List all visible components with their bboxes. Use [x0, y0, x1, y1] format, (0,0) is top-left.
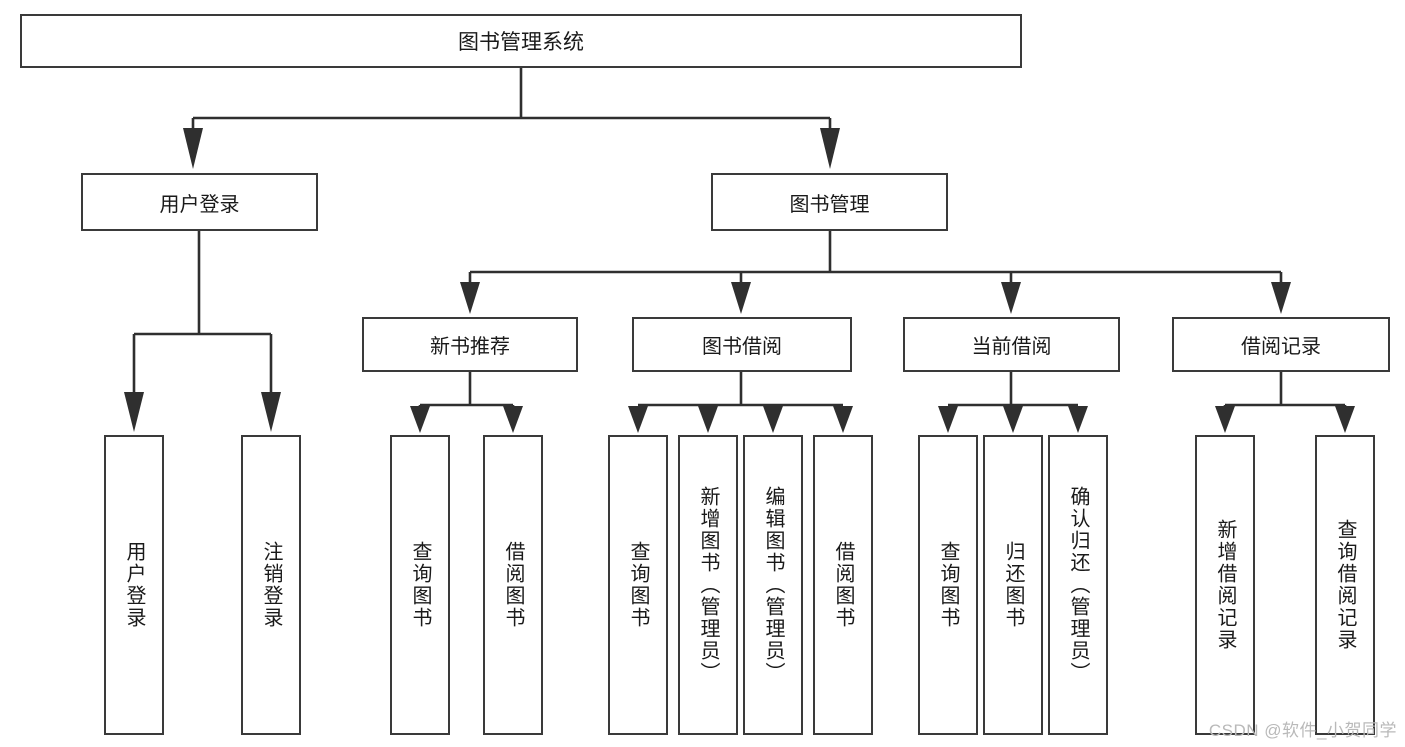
- arrowhead-borrow-leaf-1: [628, 406, 648, 433]
- node-current-borrow[interactable]: 当前借阅: [903, 317, 1120, 372]
- node-label: 图书管理: [789, 193, 870, 216]
- leaf-current-return-book[interactable]: 归还图书: [983, 435, 1043, 735]
- leaf-borrow-add-book-admin[interactable]: 新增图书（管理员）: [678, 435, 738, 735]
- node-label: 图书借阅: [702, 336, 782, 358]
- leaf-record-query-record[interactable]: 查询借阅记录: [1315, 435, 1375, 735]
- leaf-recommend-query-book[interactable]: 查询图书: [390, 435, 450, 735]
- node-label: 查询借阅记录: [1334, 519, 1356, 651]
- arrowhead-recommend-leaf-2: [503, 406, 523, 433]
- arrowhead-book-manage: [820, 128, 840, 169]
- arrowhead-user-login: [183, 128, 203, 169]
- arrowhead-current-leaf-1: [938, 406, 958, 433]
- node-book-borrow[interactable]: 图书借阅: [632, 317, 852, 372]
- node-root-library-system[interactable]: 图书管理系统: [20, 14, 1022, 68]
- leaf-current-query-book[interactable]: 查询图书: [918, 435, 978, 735]
- arrowhead-borrow-leaf-2: [698, 406, 718, 433]
- arrowhead-user-leaf-2: [261, 392, 281, 432]
- arrowhead-current-leaf-3: [1068, 406, 1088, 433]
- node-label: 当前借阅: [971, 336, 1052, 358]
- node-label: 确认归还（管理员）: [1067, 486, 1089, 684]
- node-label: 借阅记录: [1241, 336, 1321, 358]
- node-new-book-recommend[interactable]: 新书推荐: [362, 317, 578, 372]
- leaf-borrow-edit-book-admin[interactable]: 编辑图书（管理员）: [743, 435, 803, 735]
- node-label: 查询图书: [627, 541, 649, 629]
- node-label: 查询图书: [409, 541, 431, 629]
- arrowhead-record-leaf-1: [1215, 406, 1235, 433]
- arrowhead-book-borrow: [731, 282, 751, 314]
- node-label: 用户登录: [123, 541, 145, 629]
- arrowhead-recommend-leaf-1: [410, 406, 430, 433]
- arrowhead-record-leaf-2: [1335, 406, 1355, 433]
- watermark-text: CSDN @软件_小贺同学: [1208, 721, 1397, 740]
- node-label: 注销登录: [260, 541, 282, 629]
- arrowhead-new-book: [460, 282, 480, 314]
- arrowhead-borrow-leaf-3: [763, 406, 783, 433]
- leaf-recommend-borrow-book[interactable]: 借阅图书: [483, 435, 543, 735]
- node-label: 新增图书（管理员）: [697, 486, 719, 684]
- node-label: 查询图书: [937, 541, 959, 629]
- leaf-user-login-login[interactable]: 用户登录: [104, 435, 164, 735]
- node-label: 新增借阅记录: [1214, 519, 1236, 651]
- arrowhead-current-borrow: [1001, 282, 1021, 314]
- arrowhead-user-leaf-1: [124, 392, 144, 432]
- arrowhead-current-leaf-2: [1003, 406, 1023, 433]
- leaf-borrow-borrow-book[interactable]: 借阅图书: [813, 435, 873, 735]
- leaf-record-add-record[interactable]: 新增借阅记录: [1195, 435, 1255, 735]
- node-label: 用户登录: [159, 193, 240, 216]
- node-label: 新书推荐: [430, 336, 510, 358]
- leaf-user-login-logout[interactable]: 注销登录: [241, 435, 301, 735]
- node-label: 编辑图书（管理员）: [762, 486, 784, 684]
- arrowhead-borrow-leaf-4: [833, 406, 853, 433]
- node-user-login[interactable]: 用户登录: [81, 173, 318, 231]
- node-label: 借阅图书: [502, 541, 524, 629]
- leaf-current-confirm-return-admin[interactable]: 确认归还（管理员）: [1048, 435, 1108, 735]
- leaf-borrow-query-book[interactable]: 查询图书: [608, 435, 668, 735]
- arrowhead-borrow-record: [1271, 282, 1291, 314]
- node-label: 归还图书: [1002, 541, 1024, 629]
- node-book-management[interactable]: 图书管理: [711, 173, 948, 231]
- node-label: 图书管理系统: [458, 31, 584, 54]
- node-label: 借阅图书: [832, 541, 854, 629]
- node-borrow-record[interactable]: 借阅记录: [1172, 317, 1390, 372]
